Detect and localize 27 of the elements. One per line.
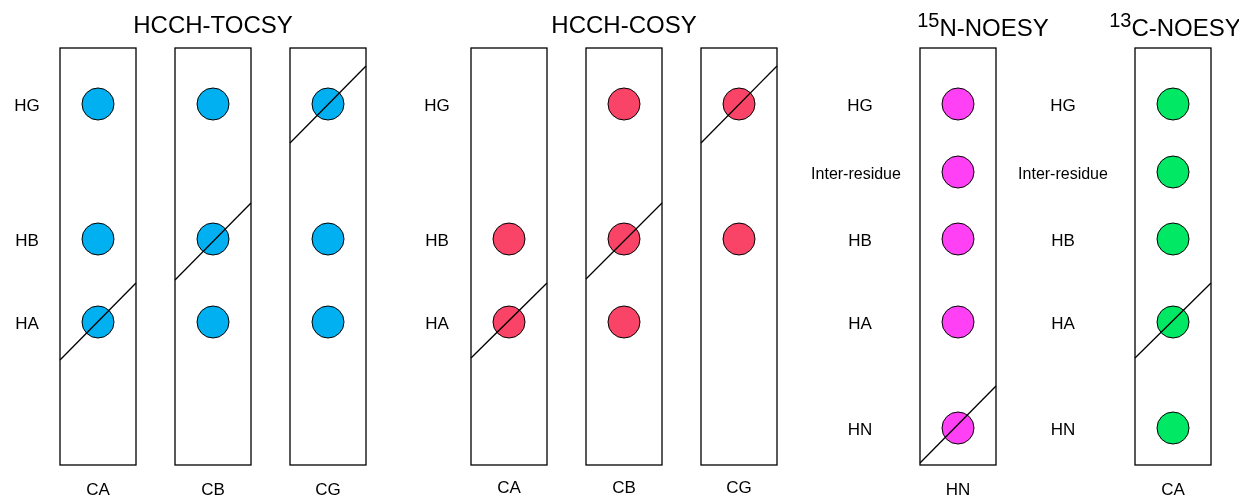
axis-label: CA — [86, 480, 110, 500]
row-label: HA — [848, 314, 872, 334]
row-label: HA — [15, 314, 39, 334]
row-label: HB — [848, 231, 872, 251]
axis-label: CB — [612, 478, 636, 498]
row-label: HG — [424, 96, 450, 116]
row-label: Inter-residue — [1018, 165, 1108, 183]
axis-label: CA — [497, 478, 521, 498]
spectrum-title: $^{15}$N-NOESY — [917, 8, 1049, 42]
row-label: Inter-residue — [811, 165, 901, 183]
row-label: HA — [425, 314, 449, 334]
row-label: HG — [847, 96, 873, 116]
row-label: HG — [1050, 96, 1076, 116]
spectrum-title: HCCH-TOCSY — [133, 11, 293, 39]
row-label: HB — [15, 231, 39, 251]
axis-label: CB — [201, 480, 225, 500]
row-label: HN — [1050, 420, 1076, 440]
axis-label: CG — [726, 478, 752, 498]
spectrum-title: HCCH-COSY — [551, 11, 697, 39]
row-label: HN — [847, 420, 873, 440]
row-label: HB — [425, 231, 449, 251]
row-label: HG — [14, 96, 40, 116]
axis-label: CA — [1161, 480, 1185, 500]
row-label: HA — [1051, 314, 1075, 334]
axis-label: HN — [945, 480, 971, 500]
row-label: HB — [1051, 231, 1075, 251]
axis-label: CG — [315, 480, 341, 500]
